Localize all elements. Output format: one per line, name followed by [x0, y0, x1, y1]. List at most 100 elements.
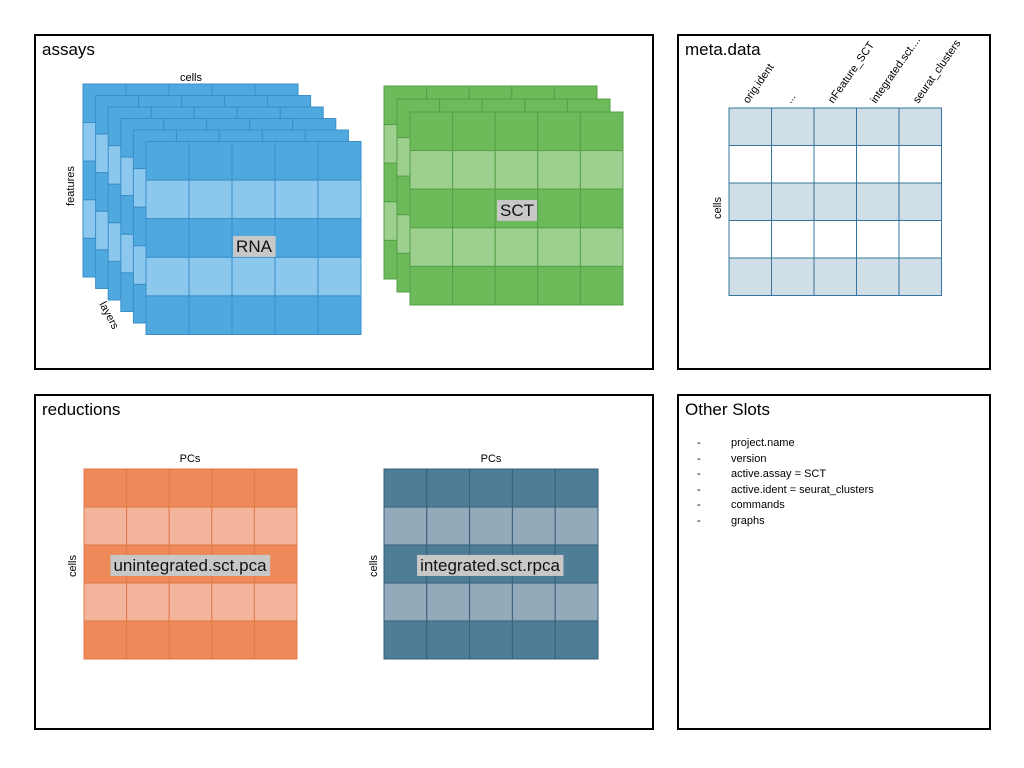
meta-data-cell	[728, 182, 772, 221]
rna-layer-cell	[274, 295, 319, 335]
slot-item: - active.assay = SCT	[697, 467, 874, 483]
sct-layer-cell	[579, 188, 624, 229]
sct-layer-cell	[537, 150, 581, 190]
slot-item: -commands	[697, 498, 874, 514]
reduction-right-matrix-cell	[469, 468, 513, 508]
slot-item-label: active.assay = SCT	[731, 468, 827, 481]
meta-data-column-label: ...	[783, 91, 798, 105]
sct-layer	[409, 111, 624, 306]
rna-layer	[145, 141, 362, 335]
slot-item: -project.name	[697, 436, 874, 452]
reduction-left-matrix-cell	[126, 582, 170, 622]
reduction-left-matrix-cell	[253, 468, 298, 508]
svg-text:RNA: RNA	[236, 237, 273, 256]
svg-text:unintegrated.sct.pca: unintegrated.sct.pca	[113, 556, 267, 575]
meta-data-cell	[898, 220, 942, 259]
rna-label: RNA	[233, 235, 276, 257]
assays-features-axis-label: features	[65, 166, 77, 206]
reduction-right-matrix-cell	[383, 582, 428, 622]
reduction-right-matrix-cell	[426, 468, 471, 508]
sct-layer-cell	[409, 188, 454, 229]
meta-data-title: meta.data	[685, 40, 761, 59]
rna-layer-cell	[317, 218, 362, 258]
reduction-left-cells-label: cells	[67, 555, 79, 578]
meta-data-cell	[771, 107, 815, 146]
reduction-right-matrix-cell	[383, 468, 428, 508]
slot-item: - version	[697, 452, 874, 468]
sct-layer-cell	[579, 265, 624, 306]
rna-layer-cell	[274, 256, 319, 297]
sct-layer-cell	[452, 265, 496, 306]
slot-item-label: version	[731, 452, 767, 465]
meta-data-panel: meta.data cells orig.ident...nFeature_SC…	[677, 34, 991, 370]
rna-layer-cell	[231, 141, 276, 181]
reduction-left-matrix-cell	[83, 468, 128, 508]
other-slots-panel: Other Slots -project.name -version -acti…	[677, 394, 991, 730]
slot-bullet: -	[697, 452, 701, 465]
meta-data-cell	[813, 220, 857, 259]
reduction-right-matrix	[383, 468, 599, 660]
meta-data-cell	[898, 257, 942, 296]
rna-layer-cell	[317, 179, 362, 220]
slot-item-label: commands	[731, 499, 785, 512]
reduction-right-matrix-cell	[426, 582, 471, 622]
reduction-right-matrix-cell	[469, 582, 513, 622]
sct-layer-cell	[409, 111, 454, 152]
rna-layer-cell	[274, 141, 319, 181]
rna-layer-cell	[274, 218, 319, 258]
slot-item-label: graphs	[731, 514, 765, 527]
reduction-left-matrix-cell	[83, 582, 128, 622]
sct-layer-cell	[494, 150, 539, 190]
reduction-right-matrix-cell	[554, 506, 599, 546]
meta-data-cell	[728, 220, 772, 259]
rna-layer-cell	[188, 256, 233, 297]
svg-text:SCT: SCT	[500, 201, 534, 220]
rna-layer-cell	[231, 295, 276, 335]
rna-layer-cell	[317, 295, 362, 335]
slot-item: -active.ident = seurat_clusters	[697, 483, 874, 499]
slot-bullet: -	[697, 514, 701, 527]
reduction-left-matrix-cell	[83, 506, 128, 546]
reduction-right-matrix-cell	[511, 620, 556, 660]
sct-layer-cell	[579, 111, 624, 152]
meta-data-table: cells orig.ident...nFeature_SCTintegrate…	[712, 35, 964, 296]
meta-data-cell	[813, 257, 857, 296]
sct-layer-cell	[494, 265, 539, 306]
reduction-right-matrix-cell	[511, 506, 556, 546]
meta-data-cell	[728, 107, 772, 146]
meta-data-cell	[856, 145, 900, 184]
slot-bullet: -	[697, 437, 701, 449]
meta-data-cell	[898, 182, 942, 221]
assays-layers-axis-label: layers	[96, 300, 121, 332]
rna-layer-cell	[145, 256, 190, 297]
rna-layer-cell	[188, 141, 233, 181]
sct-layer-cell	[409, 265, 454, 306]
meta-data-cell	[898, 145, 942, 184]
slot-bullet: -	[697, 468, 701, 481]
slot-item: - graphs	[697, 514, 874, 530]
meta-data-cell	[856, 257, 900, 296]
reduction-right-matrix-cell	[469, 620, 513, 660]
sct-layer-cell	[579, 227, 624, 267]
reduction-left-pcs-label: PCs	[180, 453, 201, 465]
reduction-left-label: unintegrated.sct.pca	[110, 554, 271, 576]
meta-data-cell	[813, 182, 857, 221]
meta-data-cell	[856, 220, 900, 259]
reduction-left-matrix-cell	[211, 468, 255, 508]
reduction-right-pcs-label: PCs	[481, 453, 502, 465]
reduction-right-matrix-cell	[511, 468, 556, 508]
reduction-right-matrix-cell	[469, 506, 513, 546]
reduction-right-matrix-cell	[383, 506, 428, 546]
slot-item-label: active.ident = seurat_clusters	[731, 483, 874, 496]
meta-data-cells-axis-label: cells	[712, 197, 724, 220]
reduction-left-matrix-cell	[253, 620, 298, 660]
sct-layer-cell	[579, 150, 624, 190]
assays-title: assays	[42, 40, 95, 59]
reductions-title: reductions	[42, 400, 121, 419]
reductions-diagram: PCs cells PCs cells unintegrated.sct.pca…	[67, 453, 599, 660]
svg-text:integrated.sct.rpca: integrated.sct.rpca	[420, 556, 560, 575]
reduction-left-matrix-cell	[211, 582, 255, 622]
rna-layer-cell	[231, 256, 276, 297]
